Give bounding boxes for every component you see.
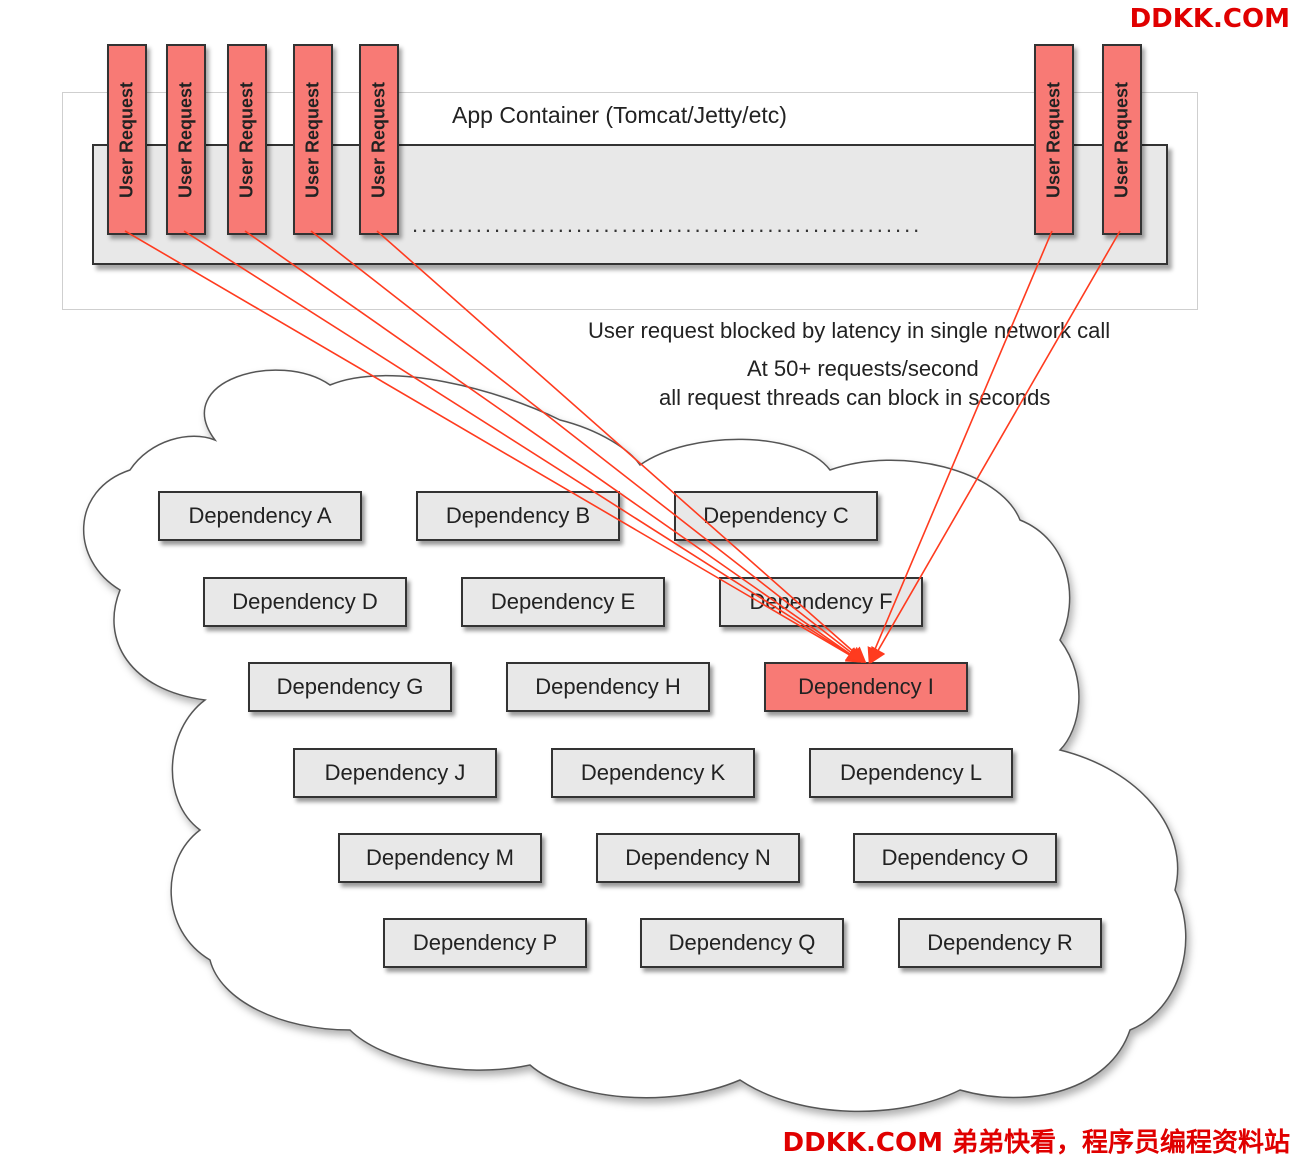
app-container-label: App Container (Tomcat/Jetty/etc): [452, 102, 787, 128]
dependency-l: Dependency L: [809, 748, 1013, 798]
user-request-2: User Request: [166, 44, 206, 235]
dependency-h: Dependency H: [506, 662, 710, 712]
caption-blocked: User request blocked by latency in singl…: [588, 318, 1111, 343]
dependency-a: Dependency A: [158, 491, 362, 541]
dependency-q: Dependency Q: [640, 918, 844, 968]
dependency-m: Dependency M: [338, 833, 542, 883]
dependency-p: Dependency P: [383, 918, 587, 968]
watermark-bottom: DDKK.COM 弟弟快看，程序员编程资料站: [782, 1128, 1290, 1158]
dependency-d: Dependency D: [203, 577, 407, 627]
user-request-3: User Request: [227, 44, 267, 235]
dependency-f: Dependency F: [719, 577, 923, 627]
dependency-b: Dependency B: [416, 491, 620, 541]
dependency-o: Dependency O: [853, 833, 1057, 883]
dependency-c: Dependency C: [674, 491, 878, 541]
user-request-1: User Request: [107, 44, 147, 235]
dependency-j: Dependency J: [293, 748, 497, 798]
dependency-r: Dependency R: [898, 918, 1102, 968]
dependency-g: Dependency G: [248, 662, 452, 712]
dependency-n: Dependency N: [596, 833, 800, 883]
user-request-5: User Request: [359, 44, 399, 235]
dependency-i: Dependency I: [764, 662, 968, 712]
dependency-e: Dependency E: [461, 577, 665, 627]
user-request-4: User Request: [293, 44, 333, 235]
caption-rate: At 50+ requests/second: [747, 356, 979, 381]
watermark-top: DDKK.COM: [1129, 4, 1290, 34]
caption-threads: all request threads can block in seconds: [659, 385, 1051, 410]
user-request-6: User Request: [1034, 44, 1074, 235]
user-request-7: User Request: [1102, 44, 1142, 235]
dependency-k: Dependency K: [551, 748, 755, 798]
